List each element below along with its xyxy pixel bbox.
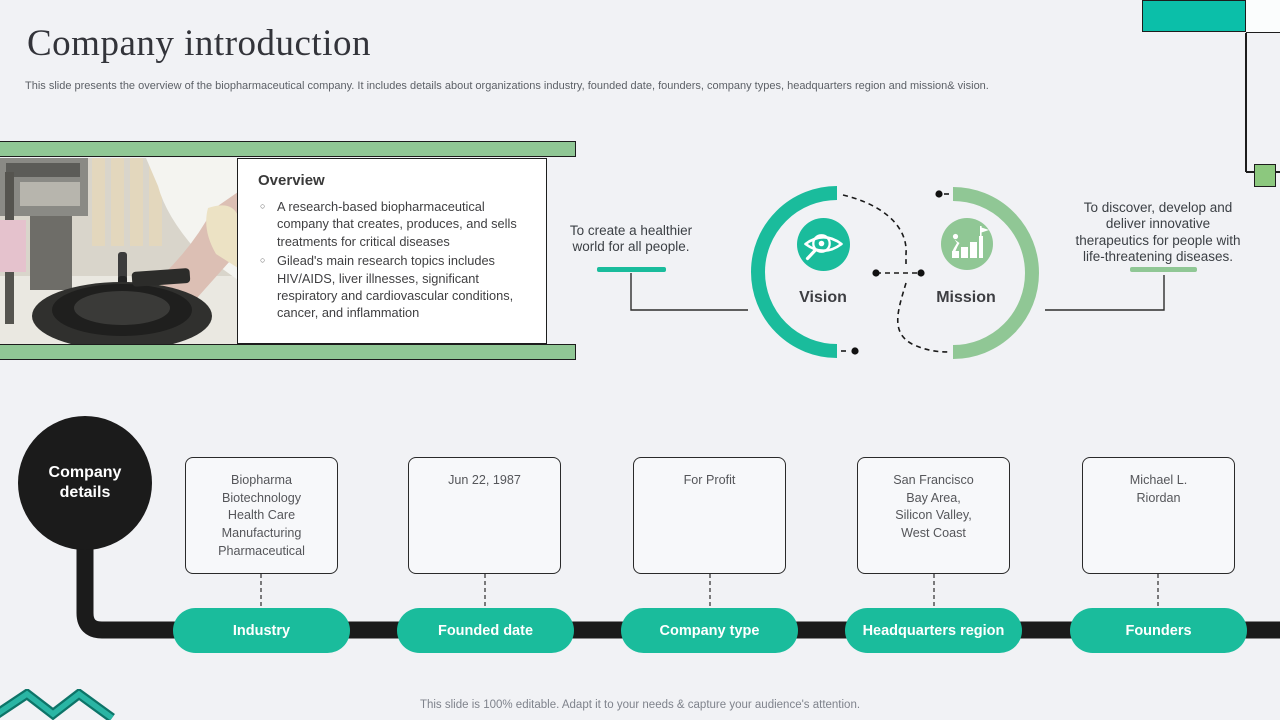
timeline-pill-founded-date: Founded date bbox=[397, 608, 574, 653]
overview-box: Overview ○A research-based biopharmaceut… bbox=[237, 158, 547, 344]
mission-arc bbox=[952, 187, 1039, 359]
timeline-value-box: Jun 22, 1987 bbox=[408, 457, 561, 574]
timeline-pill-headquarters-region: Headquarters region bbox=[845, 608, 1022, 653]
timeline-bar bbox=[76, 535, 1280, 639]
timeline-value-box: For Profit bbox=[633, 457, 786, 574]
overview-bullet: ○A research-based biopharmaceutical comp… bbox=[260, 199, 517, 249]
vision-mission-diagram bbox=[597, 186, 1197, 359]
timeline-value-box: Biopharma Biotechnology Health Care Manu… bbox=[185, 457, 338, 574]
timeline-backbone bbox=[76, 535, 1280, 639]
decor-green-square bbox=[1254, 164, 1276, 187]
mission-statement: To discover, develop and deliver innovat… bbox=[1075, 200, 1241, 265]
vision-arc bbox=[751, 186, 838, 358]
timeline-pill-industry: Industry bbox=[173, 608, 350, 653]
decor-vertical-line bbox=[1245, 33, 1247, 172]
page-title: Company introduction bbox=[27, 23, 371, 64]
eye-magnifier-icon bbox=[797, 218, 850, 271]
decor-white-rectangle bbox=[1246, 0, 1280, 33]
timeline-value-box: Michael L. Riordan bbox=[1082, 457, 1235, 574]
timeline-pill-founders: Founders bbox=[1070, 608, 1247, 653]
lab-photo bbox=[0, 158, 238, 350]
lab-photo-illustration bbox=[0, 158, 238, 350]
dashed-link-curve bbox=[841, 193, 951, 353]
vision-connector-line bbox=[630, 273, 748, 311]
timeline-value-box: San Francisco Bay Area, Silicon Valley, … bbox=[857, 457, 1010, 574]
mission-underline bbox=[1130, 267, 1197, 272]
decor-teal-rectangle bbox=[1142, 0, 1246, 32]
decor-green-bar-top bbox=[0, 141, 576, 157]
vision-label: Vision bbox=[799, 289, 847, 306]
mission-label: Mission bbox=[936, 289, 996, 306]
footer-note: This slide is 100% editable. Adapt it to… bbox=[419, 699, 861, 711]
vision-underline bbox=[597, 267, 666, 272]
overview-heading: Overview bbox=[258, 172, 325, 189]
bullet-circle-icon: ○ bbox=[260, 201, 266, 211]
slide-subtitle: This slide presents the overview of the … bbox=[25, 80, 989, 92]
timeline-pill-company-type: Company type bbox=[621, 608, 798, 653]
growth-bars-flag-icon bbox=[941, 218, 993, 270]
decor-green-bar-bottom bbox=[0, 344, 576, 360]
overview-bullet: ○Gilead's main research topics includes … bbox=[260, 253, 514, 321]
company-details-label: Company details bbox=[48, 464, 122, 501]
company-details-circle: Company details bbox=[18, 416, 152, 550]
mission-connector-line bbox=[1045, 275, 1165, 311]
zigzag-icon bbox=[0, 689, 115, 720]
timeline-dashed-connectors bbox=[260, 574, 1159, 607]
bullet-circle-icon: ○ bbox=[260, 255, 266, 266]
vision-statement: To create a healthier world for all peop… bbox=[569, 223, 693, 255]
link-dots bbox=[851, 190, 943, 355]
overview-bullet-list: ○A research-based biopharmaceutical comp… bbox=[258, 198, 536, 322]
